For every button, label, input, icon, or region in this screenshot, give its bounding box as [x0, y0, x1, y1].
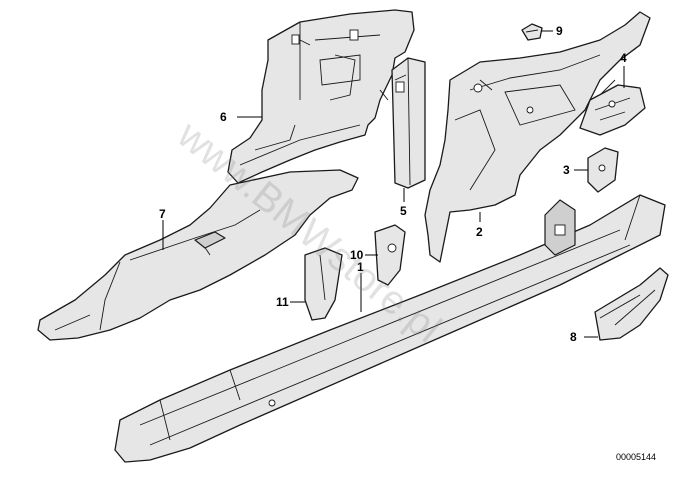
part-10-plate [374, 224, 406, 286]
callout-9: 9 [556, 24, 563, 38]
part-7-front-member [37, 169, 359, 341]
part-9-bracket [521, 23, 543, 41]
part-4-reinforcement [579, 84, 646, 136]
part-11-corner [304, 247, 343, 321]
callout-6: 6 [220, 110, 227, 124]
callout-8: 8 [570, 330, 577, 344]
callout-4: 4 [620, 51, 627, 65]
callout-3: 3 [563, 163, 570, 177]
callout-10: 10 [350, 248, 364, 262]
part-8-rear-bracket [594, 267, 669, 341]
part-5-pillar [391, 57, 426, 189]
callout-numbers: 6 7 5 2 3 4 9 1 10 11 8 [159, 24, 627, 344]
part-1-side-sill [114, 194, 666, 463]
callout-11: 11 [276, 295, 289, 309]
callout-2: 2 [476, 225, 483, 239]
leader-lines [162, 30, 625, 338]
callout-1: 1 [357, 260, 364, 274]
part-2-wheelhouse [424, 11, 651, 263]
part-6-inner-panel [227, 9, 415, 184]
callout-5: 5 [400, 204, 407, 218]
part-3-gusset [587, 147, 619, 193]
diagram-id: 00005144 [616, 452, 656, 462]
callout-7: 7 [159, 207, 166, 221]
